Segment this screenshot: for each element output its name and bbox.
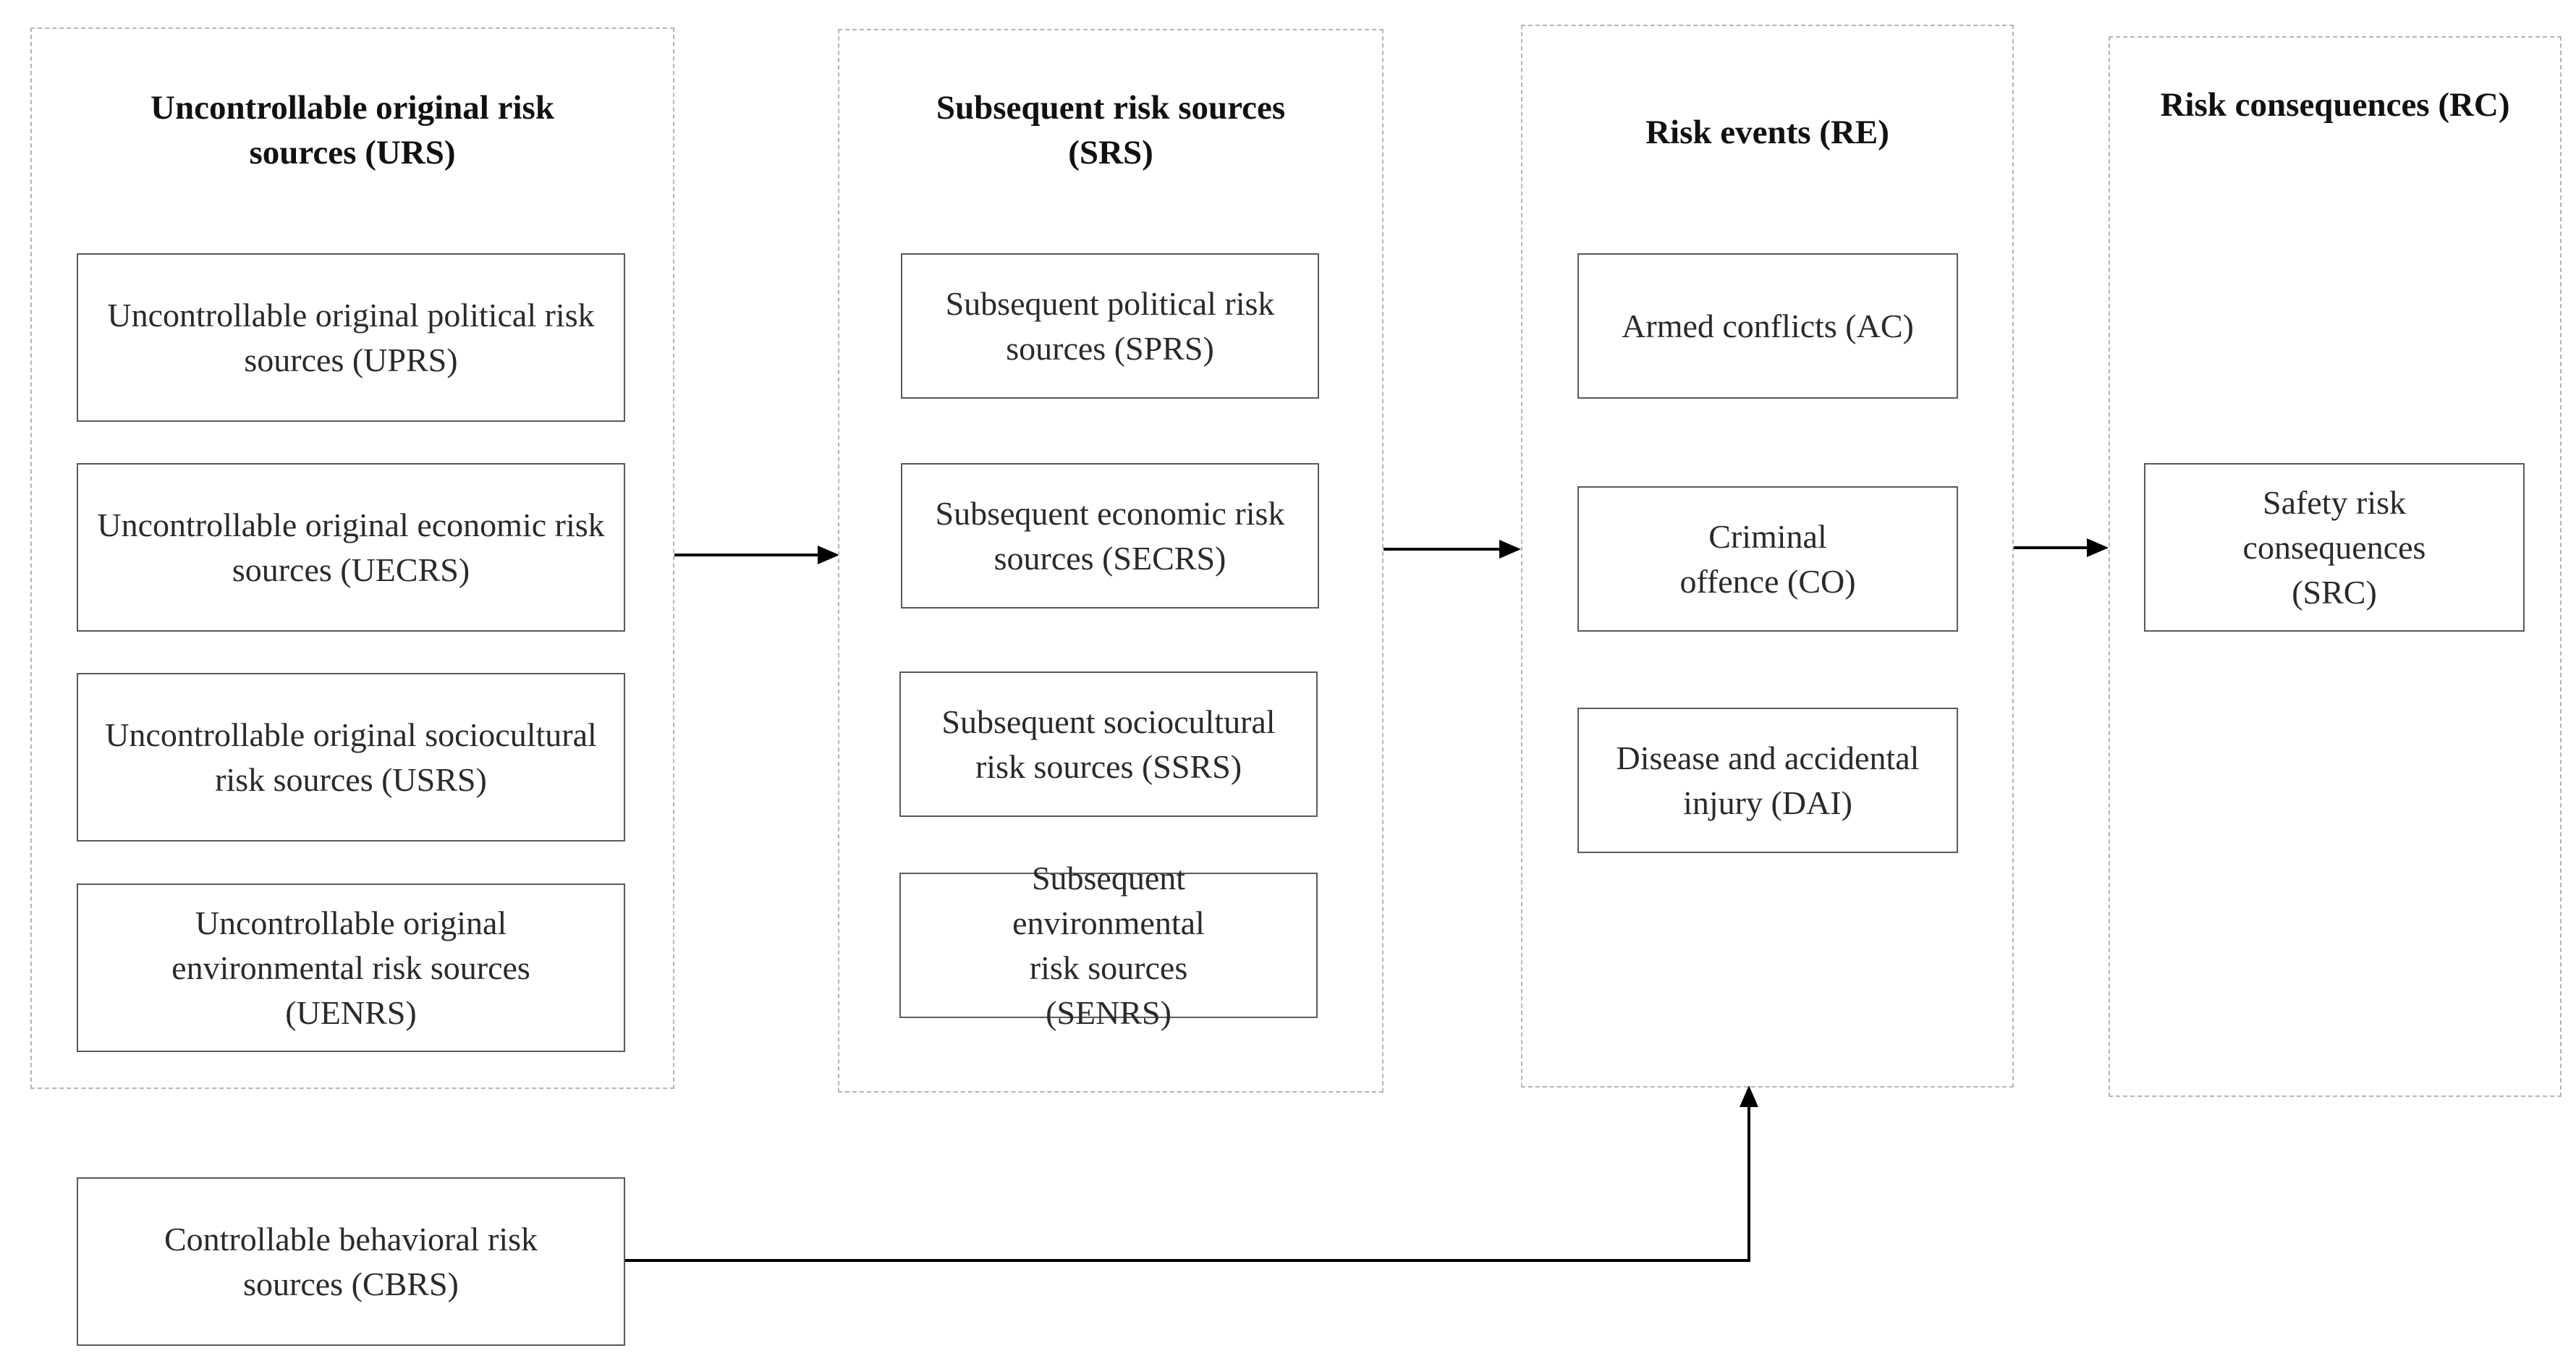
box-usrs: Uncontrollable original sociocultural ri… bbox=[77, 673, 625, 842]
group-rc: Risk consequences (RC) bbox=[2109, 36, 2562, 1097]
arrowhead-cbrs-to-re bbox=[1740, 1085, 1758, 1107]
group-title-re: Risk events (RE) bbox=[1645, 114, 1889, 151]
group-title-srs: Subsequent risk sources (SRS) bbox=[936, 89, 1286, 171]
box-sprs: Subsequent political risk sources (SPRS) bbox=[901, 253, 1319, 399]
arrowhead-srs-to-re bbox=[1499, 540, 1521, 559]
group-title-urs: Uncontrollable original risk sources (UR… bbox=[151, 89, 554, 171]
group-urs: Uncontrollable original risk sources (UR… bbox=[30, 27, 674, 1089]
box-ac: Armed conflicts (AC) bbox=[1577, 253, 1958, 399]
box-secrs: Subsequent economic risk sources (SECRS) bbox=[901, 463, 1319, 609]
box-ssrs: Subsequent sociocultural risk sources (S… bbox=[899, 671, 1318, 817]
box-uprs: Uncontrollable original political risk s… bbox=[77, 253, 625, 422]
group-srs: Subsequent risk sources (SRS) bbox=[838, 29, 1384, 1093]
arrowhead-re-to-rc bbox=[2087, 538, 2109, 557]
box-cbrs: Controllable behavioral risk sources (CB… bbox=[77, 1177, 625, 1346]
box-co: Criminal offence (CO) bbox=[1577, 486, 1958, 632]
box-uenrs: Uncontrollable original environmental ri… bbox=[77, 883, 625, 1052]
box-uecrs: Uncontrollable original economic risk so… bbox=[77, 463, 625, 632]
box-senrs: Subsequent environmental risk sources (S… bbox=[899, 860, 1318, 1031]
group-re: Risk events (RE) bbox=[1521, 25, 2014, 1088]
arrowhead-urs-to-srs bbox=[818, 546, 839, 564]
box-src: Safety risk consequences (SRC) bbox=[2144, 463, 2525, 632]
group-title-rc: Risk consequences (RC) bbox=[2160, 86, 2510, 124]
arrow-cbrs-to-re bbox=[625, 1107, 1750, 1262]
box-dai: Disease and accidental injury (DAI) bbox=[1577, 708, 1958, 853]
